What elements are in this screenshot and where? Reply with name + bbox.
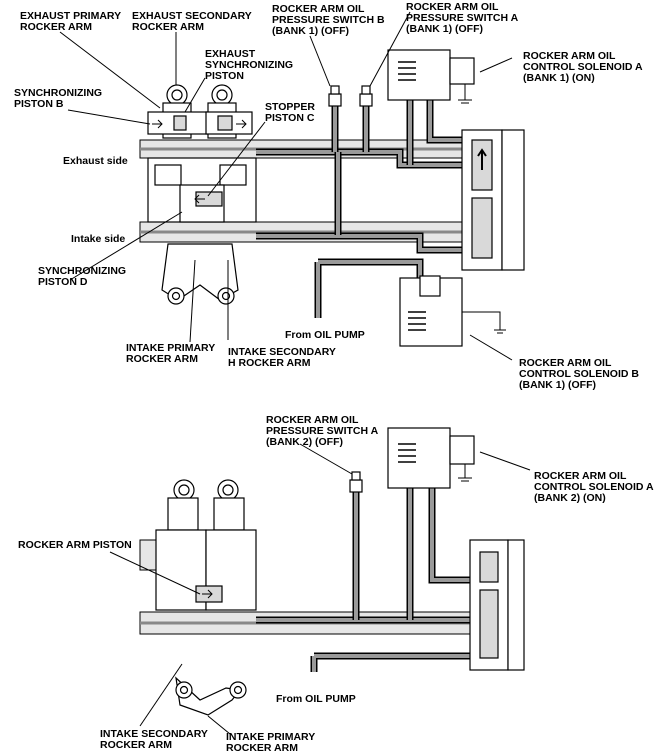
bank-2-rocker-arms xyxy=(155,479,257,611)
label-intake-secondary-rocker-arm-bank-2-1: INTAKE SECONDARY xyxy=(100,728,208,740)
label-intake-secondary-rocker-arm-1: INTAKE SECONDARY xyxy=(228,346,336,358)
oil-pressure-switch-a-bank-1 xyxy=(359,85,373,107)
label-intake-secondary-rocker-arm-2: H ROCKER ARM xyxy=(228,357,311,369)
label-rocker-arm-piston: ROCKER ARM PISTON xyxy=(18,539,132,551)
label-exhaust-sync-piston-2: SYNCHRONIZING xyxy=(205,59,293,71)
label-control-solenoid-a-bank-1-3: (BANK 1) (ON) xyxy=(523,72,595,84)
label-sync-piston-b-2: PISTON B xyxy=(14,98,64,110)
label-intake-primary-rocker-arm-bank-2-2: ROCKER ARM xyxy=(226,742,298,754)
label-exhaust-sync-piston-1: EXHAUST xyxy=(205,48,256,60)
label-control-solenoid-b-bank-1-2: CONTROL SOLENOID B xyxy=(519,368,639,380)
spool-valve-bank-2 xyxy=(469,539,525,671)
label-intake-side: Intake side xyxy=(71,233,125,245)
label-pressure-switch-a-bank-2-2: PRESSURE SWITCH A xyxy=(266,425,379,437)
label-control-solenoid-b-bank-1-3: (BANK 1) (OFF) xyxy=(519,379,596,391)
label-sync-piston-b-1: SYNCHRONIZING xyxy=(14,87,102,99)
label-pressure-switch-b-bank-1-3: (BANK 1) (OFF) xyxy=(272,25,349,37)
label-control-solenoid-b-bank-1-1: ROCKER ARM OIL xyxy=(519,357,612,369)
label-intake-primary-rocker-arm-bank-2-1: INTAKE PRIMARY xyxy=(226,731,315,743)
control-solenoid-a-bank-1 xyxy=(387,49,475,104)
label-exhaust-primary-rocker-arm-2: ROCKER ARM xyxy=(20,21,92,33)
oil-passages-bank-1 xyxy=(256,92,462,318)
label-exhaust-side: Exhaust side xyxy=(63,155,128,167)
intake-rocker-arms xyxy=(161,243,239,305)
label-control-solenoid-a-bank-2-2: CONTROL SOLENOID A xyxy=(534,481,654,493)
stopper-piston-c xyxy=(194,191,223,207)
spool-valve-bank-1 xyxy=(461,129,525,271)
rocker-arm-piston xyxy=(195,585,223,603)
bank-2-diagram: ROCKER ARM OIL PRESSURE SWITCH A (BANK 2… xyxy=(18,414,654,754)
label-intake-primary-rocker-arm-1: INTAKE PRIMARY xyxy=(126,342,215,354)
oil-pressure-switch-b-bank-1 xyxy=(328,85,342,107)
label-pressure-switch-a-bank-1-3: (BANK 1) (OFF) xyxy=(406,23,483,35)
label-sync-piston-d-2: PISTON D xyxy=(38,276,88,288)
label-exhaust-secondary-rocker-arm-2: ROCKER ARM xyxy=(132,21,204,33)
control-solenoid-b-bank-1 xyxy=(399,275,506,347)
oil-passages-bank-2 xyxy=(256,470,470,672)
label-pressure-switch-a-bank-1-1: ROCKER ARM OIL xyxy=(406,1,499,13)
label-control-solenoid-a-bank-2-1: ROCKER ARM OIL xyxy=(534,470,627,482)
label-sync-piston-d-1: SYNCHRONIZING xyxy=(38,265,126,277)
label-exhaust-secondary-rocker-arm-1: EXHAUST SECONDARY xyxy=(132,10,252,22)
label-control-solenoid-a-bank-2-3: (BANK 2) (ON) xyxy=(534,492,606,504)
oil-pressure-switch-a-bank-2 xyxy=(349,471,363,493)
label-pressure-switch-a-bank-2-3: (BANK 2) (OFF) xyxy=(266,436,343,448)
leader-lines-bank-1 xyxy=(59,11,513,361)
label-exhaust-primary-rocker-arm-1: EXHAUST PRIMARY xyxy=(20,10,121,22)
label-intake-primary-rocker-arm-2: ROCKER ARM xyxy=(126,353,198,365)
label-control-solenoid-a-bank-1-1: ROCKER ARM OIL xyxy=(523,50,616,62)
exhaust-synchronizing-piston xyxy=(152,115,247,131)
label-pressure-switch-b-bank-1-2: PRESSURE SWITCH B xyxy=(272,14,385,26)
label-intake-secondary-rocker-arm-bank-2-2: ROCKER ARM xyxy=(100,739,172,751)
control-solenoid-a-bank-2 xyxy=(387,427,475,489)
label-pressure-switch-a-bank-2-1: ROCKER ARM OIL xyxy=(266,414,359,426)
label-control-solenoid-a-bank-1-2: CONTROL SOLENOID A xyxy=(523,61,643,73)
label-stopper-piston-c-1: STOPPER xyxy=(265,101,315,113)
label-from-oil-pump-bank-1: From OIL PUMP xyxy=(285,329,365,341)
bank-2-intake-rocker-arms xyxy=(175,676,247,716)
leader-lines-bank-2 xyxy=(109,443,531,735)
label-pressure-switch-b-bank-1-1: ROCKER ARM OIL xyxy=(272,3,365,15)
label-pressure-switch-a-bank-1-2: PRESSURE SWITCH A xyxy=(406,12,519,24)
label-stopper-piston-c-2: PISTON C xyxy=(265,112,315,124)
bank-1-diagram: EXHAUST PRIMARY ROCKER ARM EXHAUST SECON… xyxy=(14,1,643,391)
label-exhaust-sync-piston-3: PISTON xyxy=(205,70,244,82)
label-from-oil-pump-bank-2: From OIL PUMP xyxy=(276,693,356,705)
rocker-body xyxy=(147,157,257,223)
